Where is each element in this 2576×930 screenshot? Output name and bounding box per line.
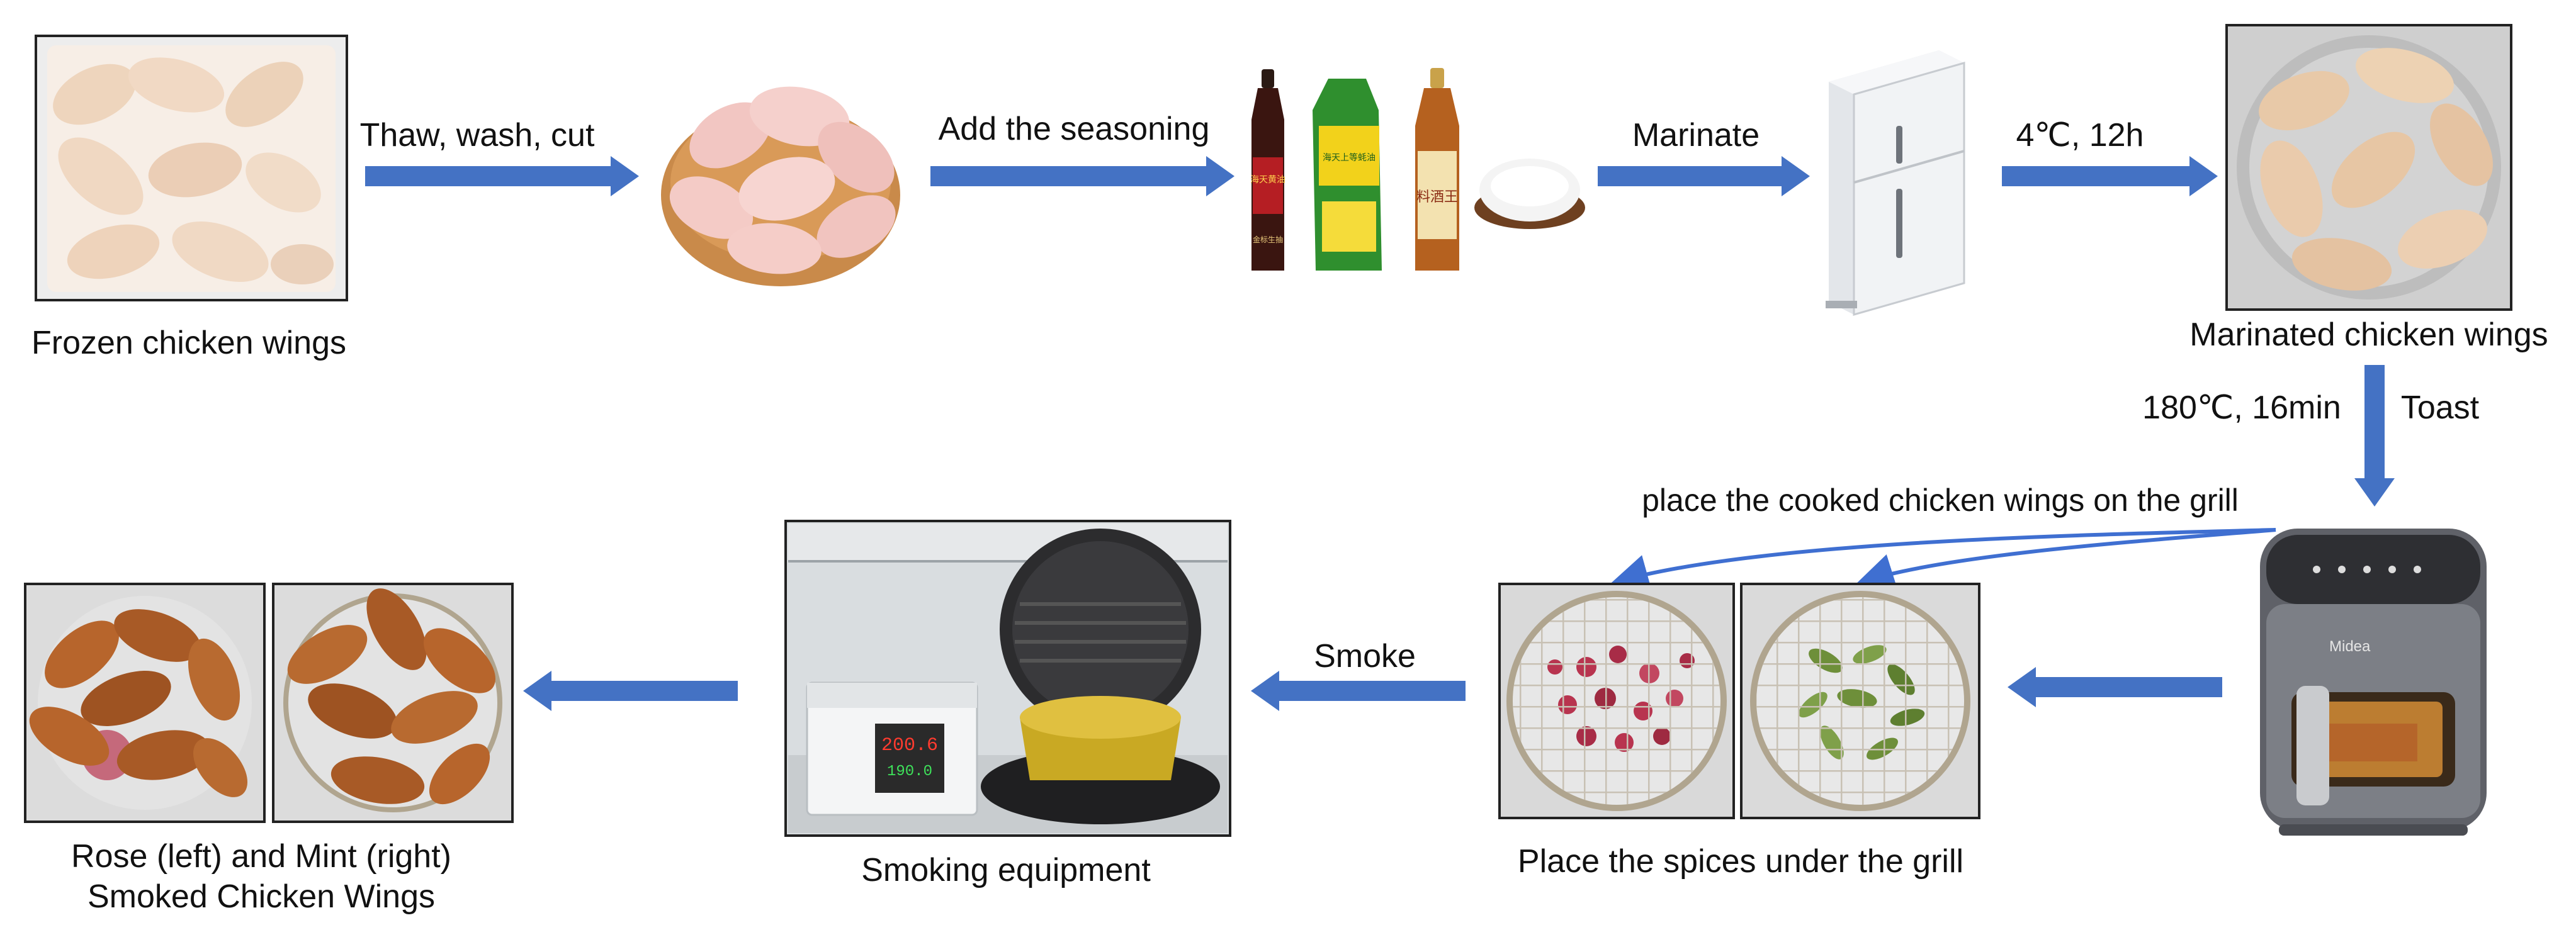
frozen-wings-label: Frozen chicken wings xyxy=(31,325,346,361)
seasoning-bottles: 海天黄油 金标生抽 海天上等蚝油 料酒王 xyxy=(1250,68,1585,271)
bottle3-label: 料酒王 xyxy=(1416,189,1458,204)
bottle2-label: 海天上等蚝油 xyxy=(1323,152,1376,162)
arrow-smoke xyxy=(1251,671,1466,711)
bottle1-label: 海天黄油 xyxy=(1250,174,1285,184)
air-fryer: Midea xyxy=(2260,529,2487,836)
toast-condition-label: 180℃, 16min xyxy=(2142,389,2341,426)
arrow-to-result xyxy=(523,671,738,711)
mint-smoked-wings-photo xyxy=(272,583,514,823)
display-temp: 200.6 xyxy=(881,735,938,756)
place-grill-label: place the cooked chicken wings on the gr… xyxy=(1642,483,2239,518)
mint-spice-grill xyxy=(1740,583,1980,819)
display-setpoint: 190.0 xyxy=(887,763,932,780)
fryer-brand: Midea xyxy=(2329,638,2371,655)
rose-spice-grill xyxy=(1498,583,1735,819)
bottle1-sublabel: 金标生抽 xyxy=(1253,235,1283,244)
smoke-label: Smoke xyxy=(1314,638,1416,675)
marinated-wings-photo xyxy=(2225,24,2512,311)
refrigerator xyxy=(1826,50,1965,316)
marinate-label: Marinate xyxy=(1632,117,1760,154)
frozen-wings-photo xyxy=(35,35,348,301)
arrow-thaw xyxy=(365,156,639,196)
curve-to-rose-grill xyxy=(1610,528,2276,592)
arrow-to-spices xyxy=(2008,667,2222,707)
equipment-label: Smoking equipment xyxy=(861,852,1151,888)
spices-label: Place the spices under the grill xyxy=(1518,843,1963,880)
arrow-fridge xyxy=(2002,156,2218,196)
fridge-condition-label: 4℃, 12h xyxy=(2016,117,2144,154)
raw-wings-bowl xyxy=(661,86,900,286)
arrow-season xyxy=(930,156,1234,196)
smoking-equipment-photo: 200.6 190.0 xyxy=(784,520,1231,837)
toast-label: Toast xyxy=(2401,389,2480,426)
result-label-line1: Rose (left) and Mint (right) xyxy=(71,838,451,875)
season-label: Add the seasoning xyxy=(939,111,1210,147)
curve-to-mint-grill xyxy=(1856,528,2276,591)
result-label-line2: Smoked Chicken Wings xyxy=(88,878,435,915)
marinated-wings-label: Marinated chicken wings xyxy=(2189,317,2548,353)
rose-smoked-wings-photo xyxy=(24,583,266,823)
thaw-label: Thaw, wash, cut xyxy=(360,117,595,154)
arrow-marinate xyxy=(1598,156,1810,196)
arrow-toast xyxy=(2354,365,2395,507)
